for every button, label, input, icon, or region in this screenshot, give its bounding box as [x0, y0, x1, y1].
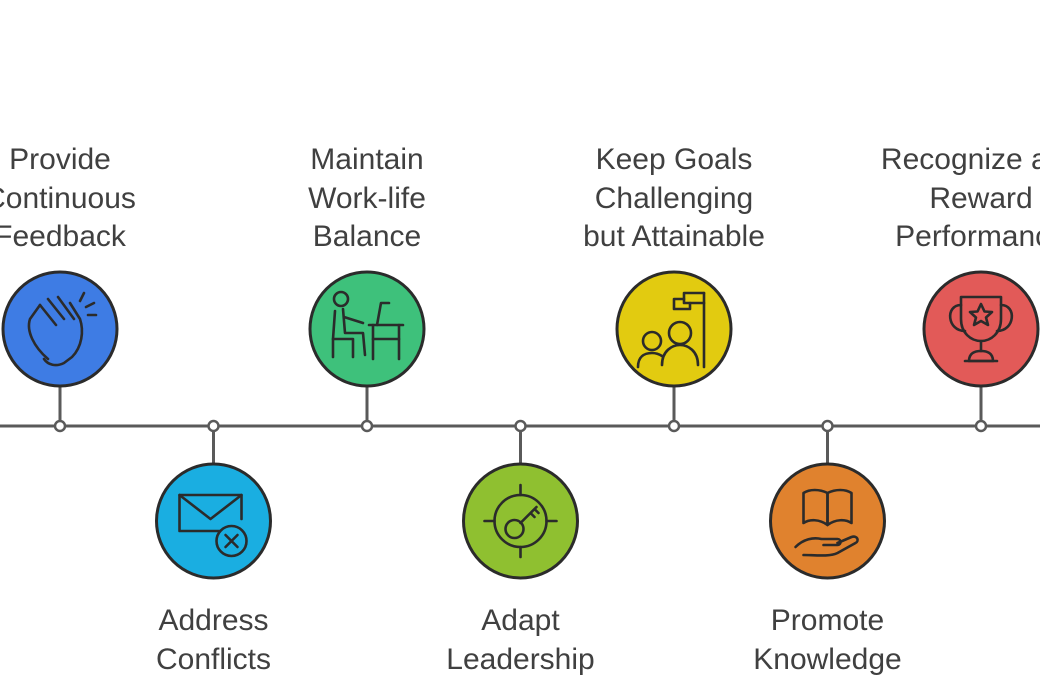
address-conflicts-node — [209, 421, 219, 431]
adapt-leadership-label-line: Adapt — [401, 602, 641, 641]
provide-continuous-feedback-circle — [3, 272, 117, 386]
provide-continuous-feedback-label-line: Provide — [0, 141, 180, 180]
promote-knowledge-node — [823, 421, 833, 431]
keep-goals-challenging-circle — [617, 272, 731, 386]
recognize-reward-performance-label-line: Performance — [861, 218, 1040, 257]
recognize-reward-performance-label-line: Reward — [861, 180, 1040, 219]
recognize-reward-performance-label: Recognize andRewardPerformance — [861, 141, 1040, 257]
address-conflicts-label-line: Address — [94, 602, 334, 641]
maintain-work-life-balance-label-line: Balance — [247, 218, 487, 257]
maintain-work-life-balance-label-line: Maintain — [247, 141, 487, 180]
maintain-work-life-balance-circle — [310, 272, 424, 386]
recognize-reward-performance-circle — [924, 272, 1038, 386]
keep-goals-challenging-node — [669, 421, 679, 431]
promote-knowledge-label-line: Knowledge — [708, 641, 948, 679]
provide-continuous-feedback-label: ProvideContinuousFeedback — [0, 141, 180, 257]
adapt-leadership-node — [516, 421, 526, 431]
recognize-reward-performance-node — [976, 421, 986, 431]
address-conflicts-label-line: Conflicts — [94, 641, 334, 679]
maintain-work-life-balance-label-line: Work-life — [247, 180, 487, 219]
keep-goals-challenging-label-line: but Attainable — [554, 218, 794, 257]
promote-knowledge-label-line: Promote — [708, 602, 948, 641]
keep-goals-challenging-label-line: Keep Goals — [554, 141, 794, 180]
keep-goals-challenging-label-line: Challenging — [554, 180, 794, 219]
adapt-leadership-label-line: Leadership — [401, 641, 641, 679]
address-conflicts-circle — [157, 464, 271, 578]
recognize-reward-performance-label-line: Recognize and — [861, 141, 1040, 180]
provide-continuous-feedback-label-line: Feedback — [0, 218, 180, 257]
maintain-work-life-balance-node — [362, 421, 372, 431]
provide-continuous-feedback-label-line: Continuous — [0, 180, 180, 219]
provide-continuous-feedback-node — [55, 421, 65, 431]
